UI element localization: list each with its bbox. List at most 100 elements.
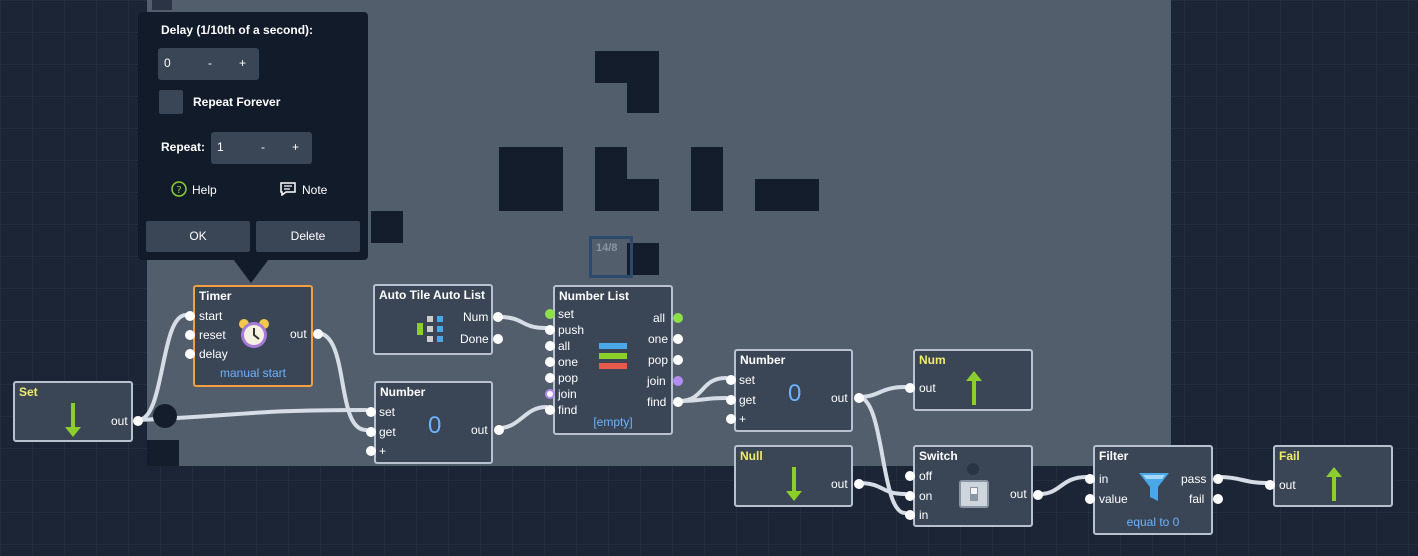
number-value: 0	[428, 412, 442, 439]
port-out[interactable]	[313, 329, 323, 339]
wire	[136, 313, 188, 422]
port-done-label: Done	[460, 332, 489, 346]
port-num[interactable]	[493, 312, 503, 322]
port-set-label: set	[379, 405, 396, 419]
help-icon: ?	[171, 181, 187, 197]
port-out-pop-label: pop	[648, 353, 669, 367]
port-out[interactable]	[1033, 490, 1043, 500]
port-out-find[interactable]	[673, 397, 683, 407]
port-start[interactable]	[185, 311, 195, 321]
port-out-join[interactable]	[673, 376, 683, 386]
node-title: Switch	[919, 449, 958, 463]
port-reset[interactable]	[185, 330, 195, 340]
tile	[627, 179, 659, 211]
fail-node[interactable]: Fail out	[1265, 445, 1393, 507]
port-out-join-label: join	[647, 374, 666, 388]
port-all[interactable]	[545, 341, 555, 351]
port-out[interactable]	[854, 479, 864, 489]
port-one[interactable]	[545, 357, 555, 367]
number-node[interactable]: Number set get + 0 out	[726, 349, 864, 432]
port-out-one[interactable]	[673, 334, 683, 344]
filter-node[interactable]: Filter in value pass fail equal to 0	[1085, 445, 1223, 535]
port-value-label: value	[1099, 492, 1128, 506]
wire	[497, 315, 548, 330]
port-out-all[interactable]	[673, 313, 683, 323]
port-add[interactable]	[366, 446, 376, 456]
port-add-label: +	[379, 444, 387, 458]
delay-value[interactable]: 0	[164, 56, 171, 70]
auto-tile-list-node[interactable]: Auto Tile Auto List Num Done	[373, 284, 503, 355]
set-node[interactable]: Set out	[13, 381, 143, 442]
port-out-pop[interactable]	[673, 355, 683, 365]
port-out[interactable]	[133, 416, 143, 426]
port-delay[interactable]	[185, 349, 195, 359]
timer-mode-label: manual start	[219, 366, 287, 380]
wire	[1217, 475, 1268, 485]
port-pop[interactable]	[545, 373, 555, 383]
port-get[interactable]	[366, 427, 376, 437]
port-on[interactable]	[905, 491, 915, 501]
null-node[interactable]: Null out	[734, 445, 864, 507]
node-title: Number List	[559, 289, 630, 303]
tile	[152, 0, 172, 10]
ok-button[interactable]: OK	[146, 221, 250, 252]
port-add[interactable]	[726, 414, 736, 424]
port-fail-label: fail	[1189, 492, 1205, 506]
node-title: Filter	[1099, 449, 1129, 463]
port-in[interactable]	[1085, 474, 1095, 484]
port-join-label: join	[558, 387, 577, 401]
port-out-label: out	[290, 327, 307, 341]
popup-pointer	[233, 259, 269, 283]
node-title: Number	[380, 385, 426, 399]
port-find[interactable]	[545, 405, 555, 415]
repeat-increment-button[interactable]: +	[292, 140, 300, 154]
delay-stepper[interactable]: 0 - +	[158, 48, 259, 80]
port-in[interactable]	[905, 510, 915, 520]
node-title: Auto Tile Auto List	[379, 288, 485, 302]
funnel-icon	[1139, 473, 1169, 501]
port-value[interactable]	[1085, 494, 1095, 504]
toggle-switch-icon[interactable]	[959, 480, 989, 508]
port-get[interactable]	[726, 395, 736, 405]
port-out[interactable]	[1265, 480, 1275, 490]
repeat-decrement-button[interactable]: -	[261, 140, 265, 154]
port-out-label: out	[471, 423, 488, 437]
wire	[1037, 475, 1089, 496]
port-push[interactable]	[545, 325, 555, 335]
port-done[interactable]	[493, 334, 503, 344]
port-out[interactable]	[494, 425, 504, 435]
port-pass[interactable]	[1213, 474, 1223, 484]
port-num-label: Num	[463, 310, 489, 324]
tile-cursor[interactable]	[589, 236, 633, 278]
delay-decrement-button[interactable]: -	[208, 56, 212, 70]
arrow-down-icon	[786, 467, 802, 501]
port-add-label: +	[739, 412, 747, 426]
port-out[interactable]	[905, 383, 915, 393]
port-set[interactable]	[545, 309, 555, 319]
wire	[315, 331, 368, 432]
delay-increment-button[interactable]: +	[239, 56, 247, 70]
port-off[interactable]	[905, 471, 915, 481]
timer-node[interactable]: Timer start reset delay out manual start	[185, 285, 323, 387]
repeat-forever-checkbox[interactable]	[159, 90, 183, 114]
tile-counter: 14/8	[596, 242, 618, 254]
num-node[interactable]: Num out	[905, 349, 1033, 411]
port-get-label: get	[739, 393, 756, 407]
tile	[755, 179, 819, 211]
port-fail[interactable]	[1213, 494, 1223, 504]
switch-node[interactable]: Switch off on in out	[905, 445, 1043, 527]
tile	[691, 147, 723, 211]
repeat-stepper[interactable]: 1 - +	[211, 132, 312, 164]
port-set[interactable]	[366, 407, 376, 417]
number-value: 0	[788, 380, 802, 407]
number-node[interactable]: Number set get + 0 out	[366, 381, 504, 464]
delete-button[interactable]: Delete	[256, 221, 360, 252]
port-out[interactable]	[854, 393, 864, 403]
repeat-value[interactable]: 1	[217, 140, 224, 154]
number-list-node[interactable]: Number List set push all one pop join fi…	[545, 285, 683, 435]
port-set[interactable]	[726, 375, 736, 385]
node-title: Num	[919, 353, 946, 367]
repeat-label: Repeat:	[161, 140, 206, 154]
port-join[interactable]	[545, 389, 555, 399]
port-out-label: out	[1010, 487, 1027, 501]
